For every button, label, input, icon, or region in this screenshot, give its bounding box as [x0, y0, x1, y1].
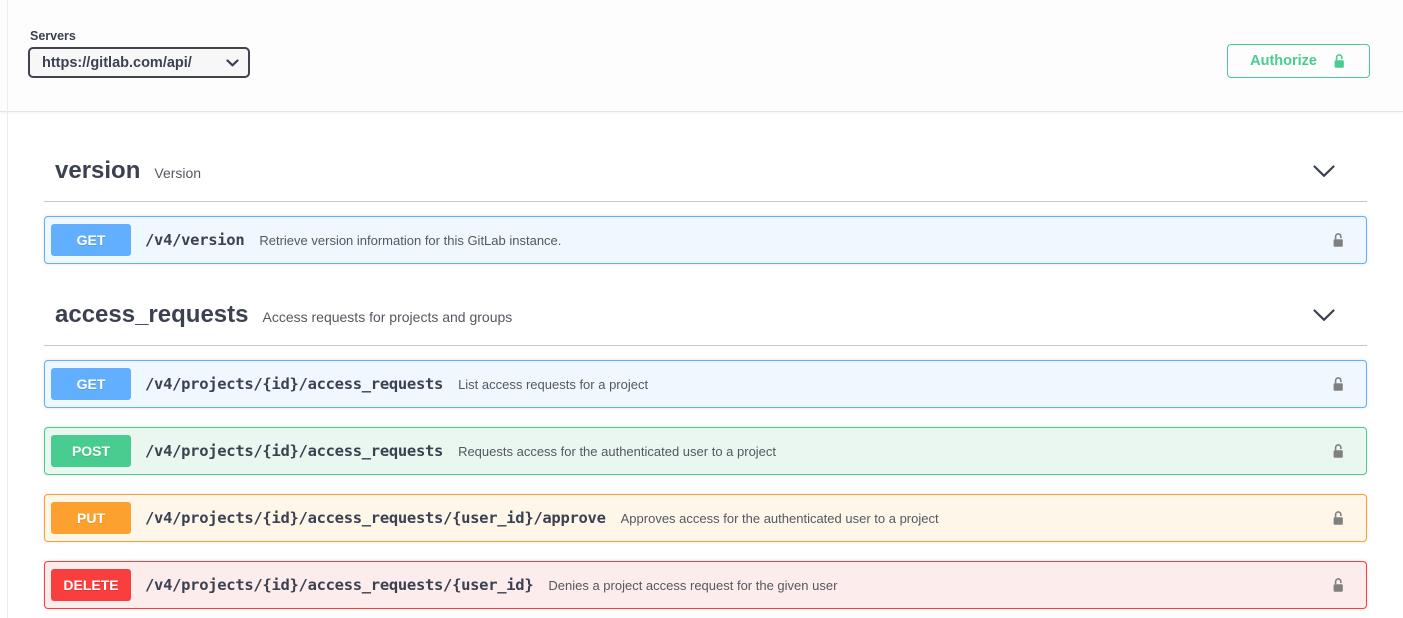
- tag-section-header[interactable]: version Version: [44, 146, 1367, 202]
- unlock-icon: [1331, 52, 1347, 70]
- servers-block: Servers https://gitlab.com/api/: [28, 29, 250, 78]
- method-badge: DELETE: [51, 569, 131, 601]
- authorize-button[interactable]: Authorize: [1227, 44, 1370, 78]
- operation-row[interactable]: GET /v4/version Retrieve version informa…: [44, 216, 1367, 264]
- operation-path: /v4/projects/{id}/access_requests: [145, 442, 444, 460]
- operation-path: /v4/version: [145, 231, 245, 249]
- chevron-down-icon[interactable]: [1313, 308, 1335, 322]
- unlock-icon: [1330, 508, 1346, 528]
- operation-row[interactable]: GET /v4/projects/{id}/access_requests Li…: [44, 360, 1367, 408]
- scheme-container: Servers https://gitlab.com/api/ Authoriz…: [0, 0, 1403, 112]
- method-badge: GET: [51, 224, 131, 256]
- operation-description: Approves access for the authenticated us…: [620, 510, 939, 526]
- lock-button[interactable]: [1330, 508, 1346, 528]
- section-operations: GET /v4/version Retrieve version informa…: [44, 216, 1367, 264]
- server-select[interactable]: https://gitlab.com/api/: [28, 47, 250, 78]
- unlock-icon: [1330, 575, 1346, 595]
- server-select-wrapper: https://gitlab.com/api/: [28, 47, 250, 78]
- operation-path: /v4/projects/{id}/access_requests/{user_…: [145, 576, 534, 594]
- tag-title: access_requests: [55, 301, 249, 328]
- unlock-icon: [1330, 374, 1346, 394]
- unlock-icon: [1330, 230, 1346, 250]
- lock-button[interactable]: [1330, 575, 1346, 595]
- section-operations: GET /v4/projects/{id}/access_requests Li…: [44, 360, 1367, 609]
- operation-description: Requests access for the authenticated us…: [458, 443, 777, 459]
- page-left-border: [7, 0, 8, 618]
- lock-button[interactable]: [1330, 230, 1346, 250]
- tag-subtitle: Version: [154, 165, 202, 181]
- method-badge: POST: [51, 435, 131, 467]
- method-badge: GET: [51, 368, 131, 400]
- operation-row[interactable]: PUT /v4/projects/{id}/access_requests/{u…: [44, 494, 1367, 542]
- operation-description: Denies a project access request for the …: [548, 577, 838, 593]
- tag-section-header[interactable]: access_requests Access requests for proj…: [44, 290, 1367, 346]
- operation-description: List access requests for a project: [458, 376, 649, 392]
- operation-row[interactable]: POST /v4/projects/{id}/access_requests R…: [44, 427, 1367, 475]
- tag-section: version Version GET /v4/version Retrieve…: [44, 146, 1367, 264]
- unlock-icon: [1330, 441, 1346, 461]
- tag-subtitle: Access requests for projects and groups: [262, 309, 513, 325]
- chevron-down-icon[interactable]: [1313, 164, 1335, 178]
- operation-path: /v4/projects/{id}/access_requests/{user_…: [145, 509, 606, 527]
- tag-section: access_requests Access requests for proj…: [44, 290, 1367, 609]
- lock-button[interactable]: [1330, 441, 1346, 461]
- authorize-label: Authorize: [1250, 53, 1317, 69]
- api-sections: version Version GET /v4/version Retrieve…: [0, 112, 1403, 609]
- operation-path: /v4/projects/{id}/access_requests: [145, 375, 444, 393]
- tag-title: version: [55, 157, 141, 184]
- method-badge: PUT: [51, 502, 131, 534]
- operation-row[interactable]: DELETE /v4/projects/{id}/access_requests…: [44, 561, 1367, 609]
- servers-label: Servers: [30, 29, 76, 43]
- lock-button[interactable]: [1330, 374, 1346, 394]
- operation-description: Retrieve version information for this Gi…: [259, 232, 562, 248]
